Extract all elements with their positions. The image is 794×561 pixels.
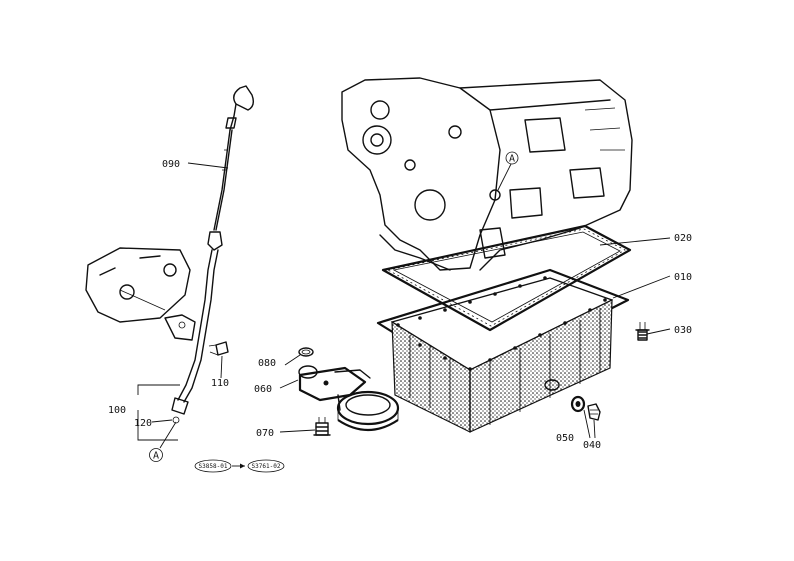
svg-text:S3858-01: S3858-01 (199, 463, 228, 470)
svg-text:A: A (153, 451, 159, 462)
label-120: 120 (134, 418, 152, 429)
leader-lines (137, 162, 671, 441)
serial-badge-right (247, 459, 285, 473)
oil-strainer (298, 365, 400, 431)
label-030: 030 (674, 325, 692, 336)
bolt-070 (313, 417, 331, 436)
label-080: 080 (258, 358, 276, 369)
label-060: 060 (254, 384, 272, 395)
svg-text:S3761-02: S3761-02 (252, 463, 281, 470)
label-020: 020 (674, 233, 692, 244)
label-100: 100 (108, 405, 126, 416)
marker-a-top: A (497, 151, 519, 191)
gear-case-fragment (85, 247, 196, 341)
engine-block (341, 77, 633, 271)
bolt-030 (635, 322, 650, 341)
label-070: 070 (256, 428, 274, 439)
label-010: 010 (674, 272, 692, 283)
label-050: 050 (556, 433, 574, 444)
serial-badges: S3858-01 S3761-02 (194, 459, 285, 473)
label-040: 040 (583, 440, 601, 451)
dipstick-090 (213, 85, 255, 231)
bolt-110 (208, 341, 229, 356)
label-110: 110 (211, 378, 229, 389)
drain-gasket-050 (570, 395, 586, 413)
label-090: 090 (162, 159, 180, 170)
oil-pan-gasket (381, 224, 632, 332)
svg-text:A: A (509, 154, 515, 165)
part-labels: 090 020 010 030 080 060 070 110 100 120 … (108, 159, 692, 451)
o-ring-080 (298, 347, 314, 357)
serial-badge-left (194, 459, 232, 473)
marker-a-bottom: A (149, 421, 177, 462)
oil-pan (376, 268, 630, 433)
drain-plug-040 (587, 403, 601, 421)
dipstick-guide-100 (171, 231, 223, 424)
